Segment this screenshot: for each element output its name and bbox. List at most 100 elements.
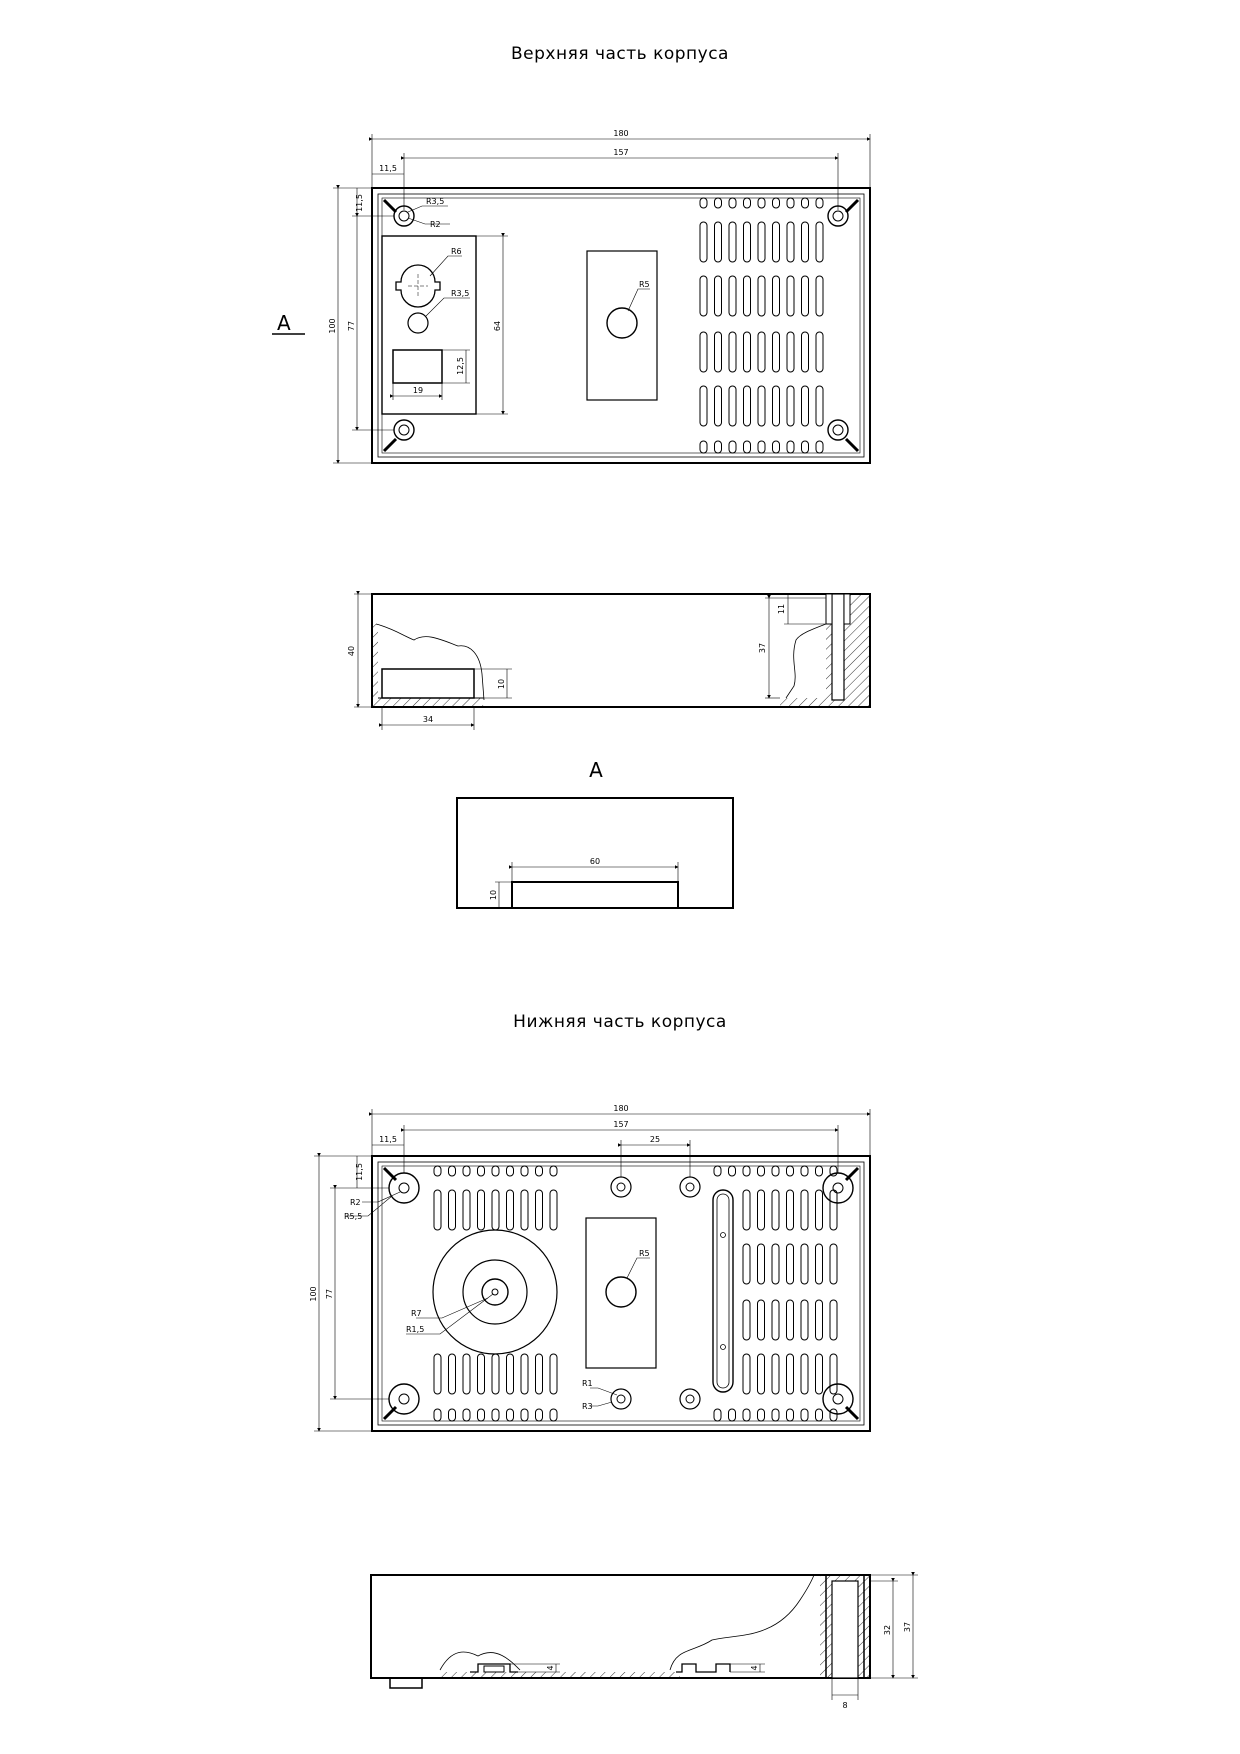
vent-slot bbox=[477, 1408, 485, 1422]
vent-slot bbox=[535, 1189, 543, 1231]
vent-slot bbox=[800, 1189, 809, 1231]
vent-slot bbox=[815, 385, 824, 427]
view-a-dims bbox=[495, 862, 679, 909]
vent-slot bbox=[477, 1353, 485, 1395]
vent-slot bbox=[714, 385, 722, 427]
dim-offset-x: 11,5 bbox=[379, 1135, 397, 1144]
bottom-side-view bbox=[370, 1574, 871, 1689]
vent-slot bbox=[771, 1243, 780, 1285]
vent-slot bbox=[829, 1353, 838, 1395]
vent-slot bbox=[786, 1189, 794, 1231]
corner-hole bbox=[822, 1172, 854, 1204]
vent-slot bbox=[743, 385, 751, 427]
vent-slot bbox=[815, 1243, 823, 1285]
vent-slot bbox=[506, 1189, 514, 1231]
radius-connector: R6 bbox=[451, 247, 462, 256]
boss bbox=[610, 1388, 632, 1410]
bottom-plan-dim-text: 180 157 25 11,5 11,5 100 77 R2 R5,5 R7 R… bbox=[309, 1104, 660, 1411]
vent-slot bbox=[743, 221, 751, 263]
vent-slot bbox=[786, 385, 795, 427]
radius-center-hole: R5 bbox=[639, 280, 650, 289]
vent-slot bbox=[772, 331, 780, 373]
vent-slot bbox=[433, 1189, 442, 1231]
vent-slot bbox=[786, 275, 795, 317]
vent-slot bbox=[728, 1165, 736, 1177]
radius-center-hole: R5 bbox=[639, 1249, 650, 1258]
vent-slot bbox=[815, 331, 824, 373]
vent-slot bbox=[801, 440, 809, 454]
vent-slot bbox=[462, 1165, 471, 1177]
vent-slot bbox=[491, 1165, 500, 1177]
vent-slot bbox=[477, 1165, 485, 1177]
vent-slot bbox=[462, 1189, 471, 1231]
corner-hole bbox=[388, 1172, 420, 1204]
dim-rect-height: 12,5 bbox=[456, 357, 465, 375]
vent-slot bbox=[728, 1408, 736, 1422]
vent-slot bbox=[771, 1299, 780, 1341]
vent-slot bbox=[757, 331, 766, 373]
vent-slot bbox=[714, 440, 722, 454]
vent-slot bbox=[742, 1243, 751, 1285]
dim-wall-height: 37 bbox=[758, 643, 767, 653]
vent-slot bbox=[477, 1189, 485, 1231]
dim-cutout-width: 60 bbox=[590, 857, 600, 866]
vent-slot bbox=[520, 1165, 529, 1177]
vent-slot bbox=[801, 331, 809, 373]
vent-slot bbox=[800, 1408, 809, 1422]
vent-slot bbox=[772, 275, 780, 317]
vent-slot bbox=[815, 197, 824, 209]
vent-slot bbox=[742, 1353, 751, 1395]
vent-slot bbox=[742, 1165, 751, 1177]
vent-slot bbox=[535, 1165, 543, 1177]
vent-slot bbox=[743, 275, 751, 317]
vent-slot bbox=[757, 1353, 765, 1395]
vent-slot bbox=[520, 1353, 529, 1395]
vent-slot bbox=[742, 1408, 751, 1422]
dim-inner-height: 32 bbox=[883, 1625, 892, 1635]
vent-slot bbox=[728, 197, 737, 209]
radius-boss-inner: R1 bbox=[582, 1379, 593, 1388]
dim-step-width: 34 bbox=[423, 715, 433, 724]
vent-slot bbox=[786, 1408, 794, 1422]
vent-slot bbox=[771, 1353, 780, 1395]
vent-slot bbox=[757, 385, 766, 427]
vent-slot bbox=[829, 1189, 838, 1231]
corner-hole bbox=[827, 419, 849, 441]
vent-slot bbox=[506, 1353, 514, 1395]
view-a-text: А 60 10 bbox=[489, 758, 603, 900]
vent-slot bbox=[815, 1189, 823, 1231]
vent-slot bbox=[742, 1299, 751, 1341]
boss bbox=[679, 1388, 701, 1410]
vent-slot bbox=[742, 1189, 751, 1231]
vent-slot bbox=[786, 1243, 794, 1285]
vent-slot bbox=[772, 197, 780, 209]
vent-slot bbox=[772, 385, 780, 427]
vent-slot bbox=[800, 1165, 809, 1177]
vent-slot bbox=[549, 1353, 558, 1395]
dim-total-width: 180 bbox=[613, 1104, 628, 1113]
vent-slot bbox=[786, 1165, 794, 1177]
vent-slot bbox=[771, 1408, 780, 1422]
slot-rail bbox=[712, 1189, 734, 1393]
vent-slot bbox=[815, 1408, 823, 1422]
vent-slot bbox=[800, 1299, 809, 1341]
dim-offset-y: 11,5 bbox=[355, 1163, 364, 1181]
vent-slot bbox=[433, 1353, 442, 1395]
top-plan-dim-text: 180 157 11,5 11,5 100 77 64 12,5 19 R3,5… bbox=[277, 129, 650, 395]
vent-slot bbox=[535, 1408, 543, 1422]
bottom-plan-dims bbox=[314, 1109, 871, 1432]
dim-hole-spacing: 25 bbox=[650, 1135, 660, 1144]
vent-slot bbox=[699, 385, 708, 427]
top-side-view bbox=[371, 593, 871, 708]
section-marker-a: А bbox=[277, 311, 291, 335]
switch-cutout bbox=[392, 349, 443, 384]
vent-slot bbox=[448, 1408, 456, 1422]
vent-slot bbox=[786, 197, 795, 209]
vent-slot bbox=[699, 221, 708, 263]
dim-inner-width: 157 bbox=[613, 148, 628, 157]
left-panel bbox=[381, 235, 477, 415]
vent-slot bbox=[714, 331, 722, 373]
vent-slot bbox=[535, 1353, 543, 1395]
vent-slot bbox=[713, 1165, 722, 1177]
vent-slot bbox=[771, 1165, 780, 1177]
